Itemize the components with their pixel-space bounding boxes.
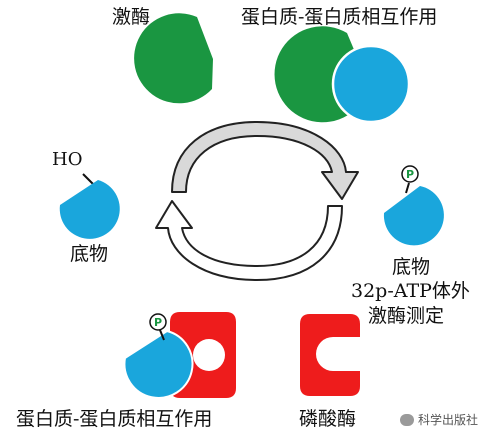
- phospho-badge-bottom: [149, 313, 167, 331]
- substrate-right-label: 底物: [392, 256, 431, 278]
- phosphatase-pocket-opening: [333, 337, 363, 371]
- cycle-arrow-bottom: [155, 200, 343, 281]
- cycle-arrow-top: [171, 121, 359, 200]
- phospho-badge-bottom-text: P: [154, 316, 162, 329]
- phosphatase-pocket-bottom-left: [193, 339, 225, 371]
- kinase-shape: [134, 13, 213, 104]
- wechat-icon: [400, 414, 414, 426]
- phospho-bond-right: [405, 182, 410, 194]
- phosphatase-label: 磷酸酶: [299, 408, 357, 430]
- ppi-bottom-label: 蛋白质-蛋白质相互作用: [16, 408, 213, 430]
- ppi-top-label: 蛋白质-蛋白质相互作用: [241, 6, 438, 28]
- substrate-left-shape: [59, 180, 120, 239]
- watermark: 科学出版社: [400, 411, 478, 428]
- phospho-bond-bottom: [159, 329, 165, 341]
- watermark-text: 科学出版社: [418, 413, 479, 427]
- substrate-right-shape: [383, 186, 444, 246]
- substrate-bound-bottom-shape: [123, 329, 194, 399]
- substrate-bound-shape: [331, 44, 411, 124]
- kinase-label: 激酶: [112, 6, 151, 28]
- phospho-badge-right-text: P: [406, 168, 414, 181]
- cycle-arrows: [155, 121, 359, 281]
- substrate-left-label: 底物: [70, 243, 109, 265]
- assay-label-line2: 激酶测定: [368, 305, 445, 327]
- phospho-badge-right: [401, 165, 419, 183]
- assay-label-line1: 32p-ATP体外: [351, 280, 470, 302]
- ho-label: HO: [52, 149, 83, 170]
